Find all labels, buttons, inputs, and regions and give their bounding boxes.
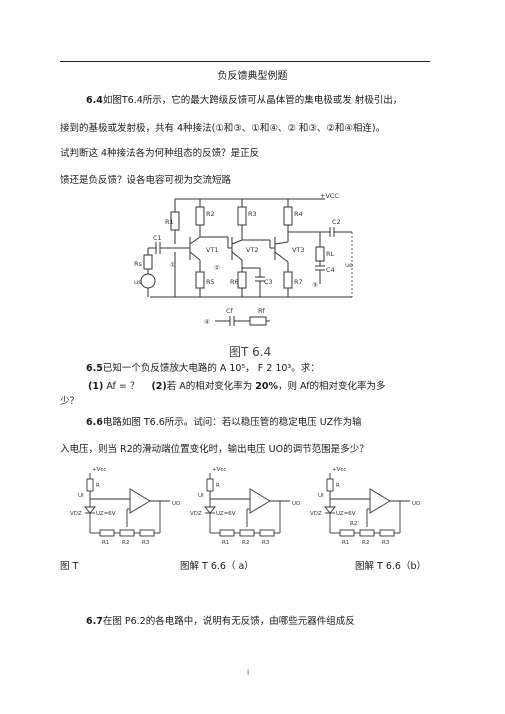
r2-label-a: R2 — [122, 540, 129, 546]
header-rule — [60, 61, 430, 62]
r4-label: R4 — [294, 210, 303, 218]
r2-label-c: R2 — [362, 540, 369, 546]
ui-label-a: UI — [78, 493, 84, 499]
problem-6-5-line-3: 少？ — [60, 396, 80, 407]
problem-text: 已知一个负反馈放大电路的 A 10⁵， F 2 10³。求： — [102, 363, 320, 374]
problem-6-4-line-4: 馈还是负反馈？设各电容可视为交流短路 — [60, 175, 232, 186]
us-label: us — [134, 278, 142, 286]
uz-label-b: UZ=6V — [216, 511, 236, 517]
vcc-label: +VCC — [320, 192, 339, 200]
circuit-figure-t6-4: +VCC R1 R2 R3 R4 R5 R6 R7 Rs RL Rf C1 C2… — [134, 192, 353, 326]
ui-label-b: UI — [198, 493, 204, 499]
vt3-label: VT3 — [292, 246, 305, 254]
node-4-label: ④ — [204, 318, 210, 326]
r3-label-c: R3 — [382, 540, 390, 546]
uz-label-c: UZ=6V — [336, 511, 356, 517]
r7-label: R7 — [294, 278, 303, 286]
problem-6-4-line-1: 6.4如图T6.4所示，它的最大跨级反馈可从晶体管的集电极或发 射极引出， — [86, 95, 402, 107]
rs-label: Rs — [134, 260, 143, 268]
r6-label: R6 — [230, 278, 239, 286]
vcc-label-b: +Vcc — [212, 467, 226, 473]
c4-label: C4 — [326, 266, 335, 274]
uo-label-a: UO — [172, 501, 181, 507]
uz-label-a: UZ=6V — [96, 511, 116, 517]
question-2-percent: 20% — [255, 381, 279, 392]
node-2-label: ② — [214, 264, 220, 272]
vt1-label: VT1 — [206, 246, 219, 254]
problem-6-6-line-1: 6.6电路如图 T6.6所示。试问：若以稳压管的稳定电压 UZ作为输 — [86, 417, 362, 429]
r1-label-c: R1 — [342, 540, 349, 546]
uo-label: uo — [345, 261, 353, 269]
vcc-label-a: +Vcc — [92, 467, 106, 473]
problem-number: 6.6 — [86, 417, 103, 428]
figure-caption-t6-4: 图T 6.4 — [229, 345, 272, 359]
problem-6-4-line-3: 试判断这 4种接法各为何种组态的反馈？是正反 — [60, 148, 260, 159]
r-label-b: R — [216, 483, 220, 489]
question-2-text-b: ，则 Af的相对变化率为多 — [278, 381, 386, 392]
r-label-c: R — [336, 483, 340, 489]
r1-label-a: R1 — [102, 540, 109, 546]
page-title: 负反馈典型例题 — [217, 71, 288, 82]
vdz-label-a: VDZ — [70, 511, 82, 517]
page-number: i — [247, 668, 250, 677]
figure-caption-a: 图解 T 6.6（ a） — [180, 561, 254, 572]
uo-label-c: UO — [412, 501, 421, 507]
rl-label: RL — [326, 250, 335, 258]
problem-number: 6.4 — [86, 95, 103, 106]
r3-label: R3 — [248, 210, 257, 218]
vdz-label-b: VDZ — [190, 511, 202, 517]
r1-label-b: R1 — [222, 540, 229, 546]
r3-label-b: R3 — [262, 540, 270, 546]
problem-text: 在图 P6.2的各电路中，说明有无反馈，由哪些元器件组成反 — [102, 616, 355, 627]
problem-6-7-line-1: 6.7在图 P6.2的各电路中，说明有无反馈，由哪些元器件组成反 — [86, 616, 355, 628]
problem-6-6-line-2: 入电压，则当 R2的滑动端位置变化时，输出电压 UO的调节范围是多少？ — [60, 444, 369, 455]
vdz-label-c: VDZ — [310, 511, 322, 517]
question-2-text-a: 若 A的相对变化率为 — [166, 381, 256, 392]
r3-label-a: R3 — [142, 540, 150, 546]
figure-caption-b: 图解 T 6.6（b） — [355, 561, 426, 572]
rf-label: Rf — [258, 307, 266, 315]
r2-prime-label-c: R2' — [350, 521, 359, 527]
problem-number: 6.5 — [86, 363, 103, 374]
question-2-number: (2) — [151, 381, 167, 392]
node-1-label: ① — [170, 261, 176, 269]
r-label-a: R — [96, 483, 100, 489]
problem-6-5-line-1: 6.5已知一个负反馈放大电路的 A 10⁵， F 2 10³。求： — [86, 363, 320, 375]
r2-label: R2 — [206, 210, 215, 218]
c1-label: C1 — [153, 234, 162, 242]
question-1-number: (1) — [88, 381, 104, 392]
c2-label: C2 — [332, 218, 341, 226]
figure-caption-t: 图 T — [60, 561, 79, 572]
uo-label-b: UO — [292, 501, 301, 507]
problem-6-5-line-2: (1) Af = ？ (2)若 A的相对变化率为 20%，则 Af的相对变化率为… — [88, 381, 386, 393]
cf-label: Cf — [226, 307, 234, 315]
ui-label-c: UI — [318, 493, 324, 499]
question-1-text: Af = ？ — [106, 381, 140, 392]
problem-6-4-line-2: 接到的基极或发射极，共有 4种接法(①和③、①和④、② 和③、②和④相连)。 — [60, 123, 386, 134]
c3-label: C3 — [264, 278, 273, 286]
r5-label: R5 — [206, 278, 215, 286]
problem-text: 电路如图 T6.6所示。试问：若以稳压管的稳定电压 UZ作为输 — [102, 417, 362, 428]
circuit-figure-t6-6: +Vcc R UI UO VDZ UZ=6V R1 R2 R3 +Vcc R U… — [70, 467, 421, 546]
r2-label-b: R2 — [242, 540, 249, 546]
r1-label: R1 — [165, 218, 174, 226]
vt2-label: VT2 — [246, 246, 259, 254]
problem-text: 如图T6.4所示，它的最大跨级反馈可从晶体管的集电极或发 射极引出， — [102, 95, 403, 106]
problem-number: 6.7 — [86, 616, 103, 627]
vcc-label-c: +Vcc — [332, 467, 346, 473]
node-3-label: ③ — [312, 281, 318, 289]
